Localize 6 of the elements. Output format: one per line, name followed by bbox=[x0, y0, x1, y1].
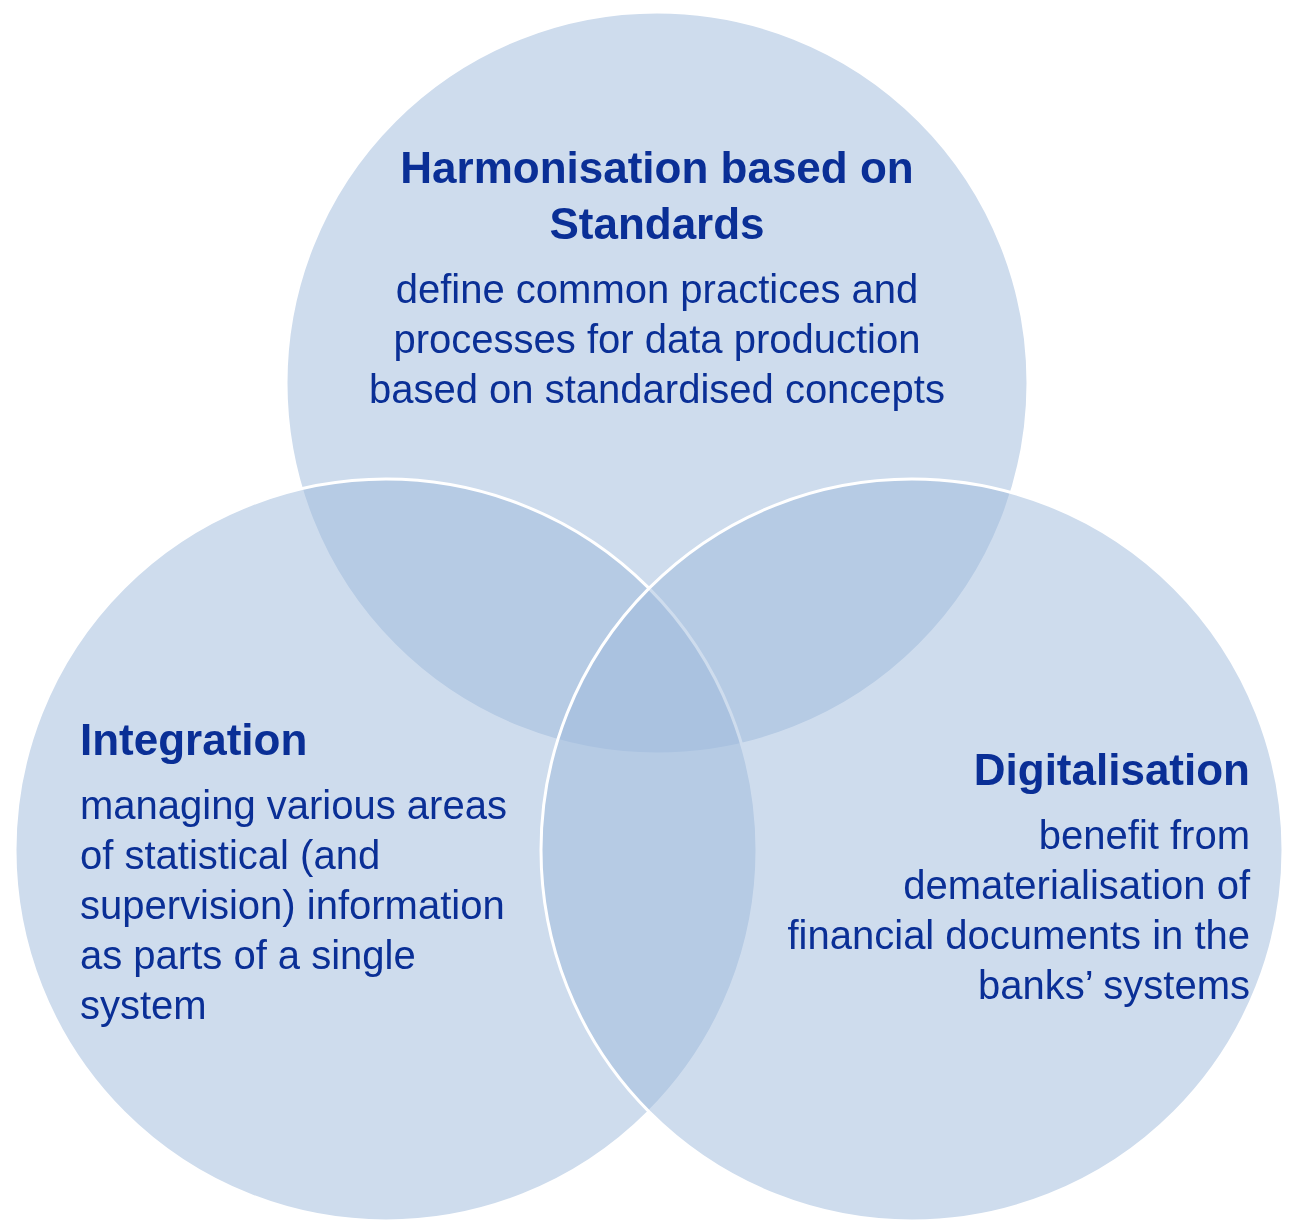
circle-heading: Integration bbox=[80, 714, 309, 766]
circle-description: benefit from dematerialisation of financial documents in the banks’ systems bbox=[786, 812, 1250, 1009]
circle-heading: Harmonisation based on Standards bbox=[399, 142, 915, 250]
circle-description: managing various areas of statistical (and supervision) information as parts of a single system bbox=[80, 782, 508, 1029]
circle-description: define common practices and processes for data production based on standardised concepts bbox=[368, 266, 946, 413]
circle-heading: Digitalisation bbox=[972, 744, 1250, 796]
